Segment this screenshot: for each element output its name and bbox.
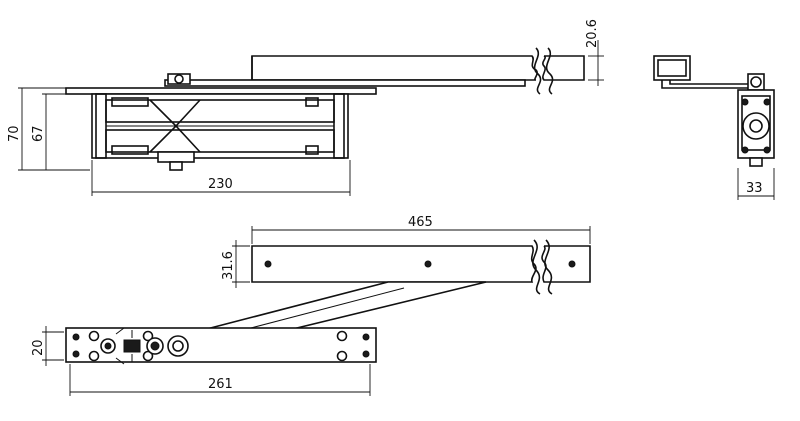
plan-view: 465 31.6 20 261 (31, 215, 591, 396)
dim-body-length: 230 (91, 160, 351, 196)
dim-body-height: 67 (31, 93, 92, 170)
arm-hole-2 (424, 260, 432, 268)
dim-plate-width: 20 (31, 326, 64, 366)
dim-label-67: 67 (31, 125, 46, 142)
dim-body-width: 33 (737, 168, 775, 200)
side-elevation-view: 20.6 70 67 230 (7, 19, 604, 196)
closer-body (91, 93, 349, 171)
arm-hole-3 (568, 260, 576, 268)
dim-plate-length: 261 (69, 364, 371, 396)
dim-label-465: 465 (408, 215, 433, 230)
base-plate (65, 327, 377, 365)
end-body (737, 89, 775, 167)
arm-link (164, 79, 526, 87)
dim-label-261: 261 (208, 377, 233, 392)
upper-arm (251, 47, 585, 95)
dim-label-33: 33 (746, 181, 763, 196)
dim-arm-width: 31.6 (221, 240, 250, 288)
dim-arm-length: 465 (251, 215, 591, 244)
arm-hole-1 (264, 260, 272, 268)
dim-overall-height: 70 (7, 87, 90, 171)
sliding-arm (251, 239, 591, 295)
end-view: 33 (653, 55, 775, 200)
dim-label-20: 20 (31, 339, 46, 356)
dim-label-31-6: 31.6 (221, 251, 236, 280)
dim-label-20-6: 20.6 (585, 19, 600, 48)
pivot-screw (174, 74, 184, 84)
dim-label-70: 70 (7, 125, 22, 142)
dim-arm-thickness: 20.6 (585, 19, 604, 86)
dim-label-230: 230 (208, 177, 233, 192)
mounting-plate (65, 87, 377, 95)
